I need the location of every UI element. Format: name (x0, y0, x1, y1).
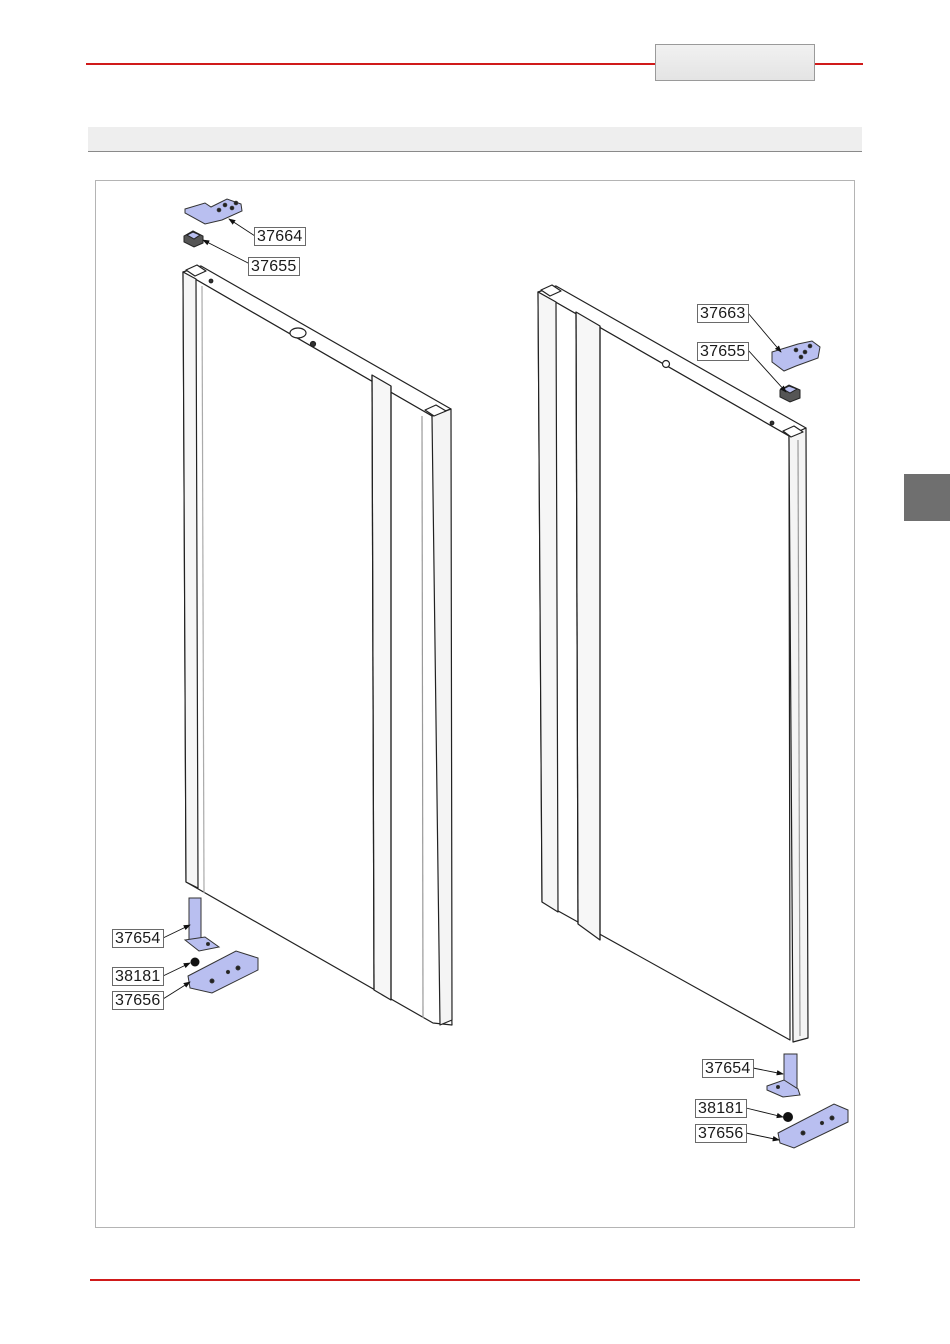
left-top-hinge-plate-icon (185, 199, 242, 224)
callout-37655-right: 37655 (697, 342, 749, 361)
right-bottom-hinge-plate-icon (778, 1104, 848, 1148)
callout-37654-right: 37654 (702, 1059, 754, 1078)
left-top-bushing-icon (184, 231, 203, 247)
callout-37663: 37663 (697, 304, 749, 323)
right-ball-icon (783, 1112, 793, 1122)
left-door (183, 265, 452, 1025)
callout-38181-left: 38181 (112, 967, 164, 986)
right-hinge-pin-icon (767, 1054, 800, 1097)
callout-37656-left: 37656 (112, 991, 164, 1010)
right-top-bushing-icon (780, 385, 800, 402)
callout-37664: 37664 (254, 227, 306, 246)
left-bottom-hinge-plate-icon (188, 951, 258, 993)
callout-38181-right: 38181 (695, 1099, 747, 1118)
footer-rule (90, 1279, 860, 1281)
left-ball-icon (191, 958, 200, 967)
right-top-hinge-plate-icon (772, 341, 820, 371)
callout-37654-left: 37654 (112, 929, 164, 948)
callout-37656-right: 37656 (695, 1124, 747, 1143)
callout-37655-left: 37655 (248, 257, 300, 276)
left-hinge-pin-icon (185, 898, 219, 951)
right-door (538, 285, 808, 1042)
